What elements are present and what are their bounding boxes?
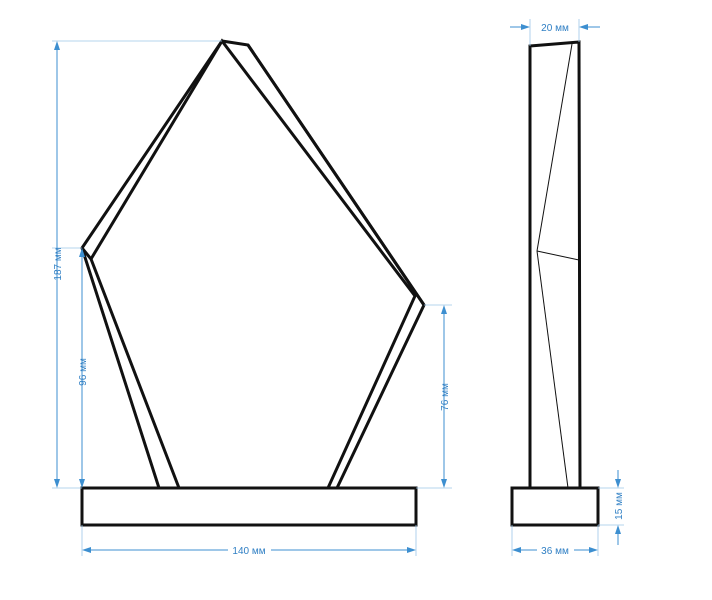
side-base — [510, 486, 600, 527]
dim-base-width: 140 мм — [82, 546, 416, 557]
dim-left-height-label: 96 мм — [78, 358, 89, 386]
front-view — [80, 38, 426, 527]
dim-right-height-label: 76 мм — [440, 383, 451, 411]
dim-right-height: 76 мм — [440, 305, 451, 488]
dim-base-depth-label: 36 мм — [541, 546, 569, 557]
dim-top-thickness: 20 мм — [510, 23, 600, 34]
front-base — [80, 486, 418, 527]
dim-base-depth: 36 мм — [512, 546, 598, 557]
side-crystal-outline — [528, 40, 582, 490]
side-facet-line-1 — [536, 43, 573, 252]
side-facet-line-2 — [536, 250, 580, 261]
side-facet-line-3 — [536, 250, 569, 489]
side-view — [510, 40, 600, 527]
dim-left-height: 96 мм — [78, 248, 89, 488]
dim-base-width-label: 140 мм — [232, 546, 265, 557]
dim-total-height: 187 мм — [53, 41, 64, 488]
front-crystal-right-facet — [246, 44, 426, 306]
dim-top-thickness-label: 20 мм — [541, 23, 569, 34]
extension-lines — [52, 19, 624, 556]
dim-base-height: 15 мм — [614, 470, 625, 545]
dim-total-height-label: 187 мм — [53, 247, 64, 280]
dim-base-height-label: 15 мм — [614, 492, 625, 520]
front-crystal-left-facet — [89, 40, 224, 260]
front-crystal-outline — [80, 38, 426, 490]
